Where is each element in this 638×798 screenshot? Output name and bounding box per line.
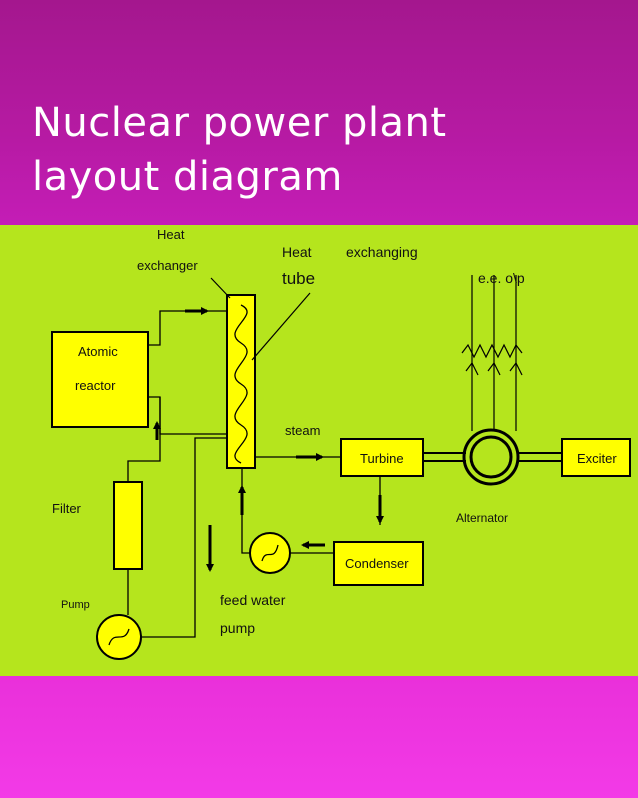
primary-pump: Pump (61, 437, 227, 660)
feed-water-pump-label-1: feed water (220, 592, 286, 608)
alternator-inner (469, 435, 513, 479)
filter: Filter (52, 481, 143, 615)
heat-exchanger: Heat exchanger (137, 227, 256, 469)
alternator-outer (462, 428, 520, 486)
filter-box (113, 481, 143, 570)
heat-exchanger-pointer (210, 277, 231, 299)
turbine-box (340, 438, 424, 477)
alternator-label: Alternator (456, 511, 508, 525)
condenser: Condenser (290, 541, 424, 586)
atomic-reactor-label-2: reactor (75, 378, 116, 393)
feed-water-pump-label-2: pump (220, 620, 255, 636)
heat-tube-label-1: Heat (282, 244, 312, 260)
atomic-reactor: Atomic reactor (51, 331, 149, 428)
slide-title: Nuclear power plant layout diagram (32, 96, 592, 204)
heat-tube-label-1b: exchanging (346, 244, 418, 260)
condenser-box (333, 541, 424, 586)
exciter: Exciter (561, 438, 631, 477)
heat-exchanging-tube-coil (234, 304, 248, 464)
steam-label: steam (285, 423, 320, 438)
heat-tube-pointer (251, 292, 311, 361)
alternator: Alternator (456, 428, 562, 525)
exciter-box (561, 438, 631, 477)
atomic-reactor-label-1: Atomic (78, 344, 118, 359)
heat-tube-label-2: tube (282, 269, 315, 288)
primary-loop-piping (127, 307, 227, 481)
power-plant-diagram: Atomic reactor Heat exchanger Heat excha… (51, 227, 631, 660)
title-line-1: Nuclear power plant (32, 100, 447, 146)
turbine: Turbine (340, 438, 466, 525)
title-line-2: layout diagram (32, 154, 343, 200)
electrical-output-label: e.e. o\p (478, 270, 525, 286)
steam-line: steam (255, 423, 340, 461)
exciter-label: Exciter (577, 451, 617, 466)
filter-label: Filter (52, 501, 82, 516)
title-band (0, 0, 638, 225)
feed-water-pump-circle (249, 532, 291, 574)
bottom-band (0, 676, 638, 798)
diagram-panel: Atomic reactor Heat exchanger Heat excha… (0, 225, 638, 676)
atomic-reactor-box (51, 331, 149, 428)
electrical-output: e.e. o\p (461, 270, 525, 431)
heat-exchanger-column (226, 294, 256, 469)
pump-label: Pump (61, 599, 90, 611)
heat-exchanger-label-2: exchanger (137, 258, 198, 273)
heat-exchanger-label-1: Heat (157, 227, 185, 242)
condenser-label: Condenser (345, 556, 409, 571)
turbine-label: Turbine (360, 451, 404, 466)
heat-tube-callout: Heat exchanging tube (251, 244, 418, 361)
alternator-windings (461, 343, 523, 359)
feed-water-pump: feed water pump (220, 468, 291, 636)
